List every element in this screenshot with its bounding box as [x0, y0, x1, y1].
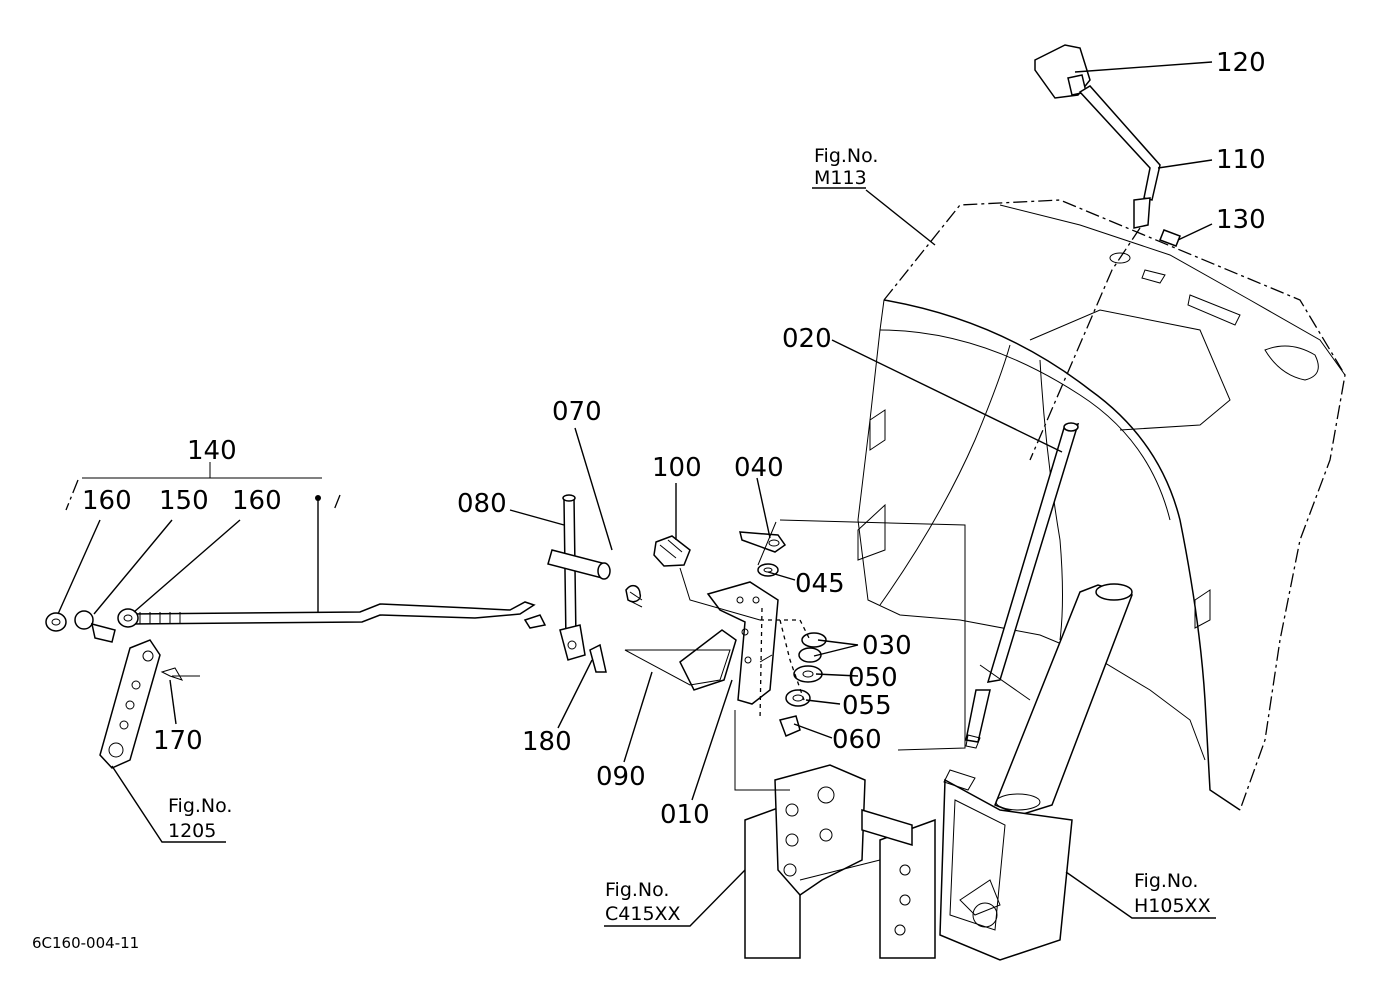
bracket-010 [679, 581, 779, 705]
steering-column [939, 583, 1133, 961]
fig-caption-c415xx: Fig.No. [605, 879, 669, 901]
part-label-100: 100 [652, 453, 702, 483]
part-label-045: 045 [795, 569, 845, 599]
part-label-180: 180 [522, 727, 572, 757]
part-label-030: 030 [862, 631, 912, 661]
guide-lines [624, 519, 966, 791]
part-label-055: 055 [842, 691, 892, 721]
fig-ref-h105xx: H105XX [1134, 895, 1211, 917]
linkage-rod-140 [45, 462, 547, 643]
part-label-070: 070 [552, 397, 602, 427]
part-label-050: 050 [848, 663, 898, 693]
part-label-110: 110 [1216, 145, 1266, 175]
part-label-170: 170 [153, 726, 203, 756]
rod-020 [965, 422, 1080, 749]
washers-030-060 [757, 563, 827, 737]
fig-ref-m113: M113 [814, 167, 867, 189]
part-label-080: 080 [457, 489, 507, 519]
bolt-100 [653, 535, 691, 567]
part-label-020: 020 [782, 324, 832, 354]
plate-040 [739, 531, 787, 553]
fig-ref-1205: 1205 [168, 820, 216, 842]
arm-1205 [99, 639, 200, 769]
part-label-060: 060 [832, 725, 882, 755]
arm-080 [547, 494, 643, 673]
part-label-160-left: 160 [82, 486, 132, 516]
part-label-040: 040 [734, 453, 784, 483]
leader-lines [57, 61, 1216, 927]
shift-lever-assembly [1029, 44, 1181, 461]
fig-caption-1205: Fig.No. [168, 795, 232, 817]
fig-caption-h105xx: Fig.No. [1134, 870, 1198, 892]
part-label-140: 140 [187, 436, 237, 466]
part-label-150: 150 [159, 486, 209, 516]
part-label-120: 120 [1216, 48, 1266, 78]
part-label-130: 130 [1216, 205, 1266, 235]
frame-brackets [744, 764, 936, 959]
part-label-010: 010 [660, 800, 710, 830]
part-label-090: 090 [596, 762, 646, 792]
diagram-code: 6C160-004-11 [32, 934, 139, 952]
part-label-160-right: 160 [232, 486, 282, 516]
dashboard-panel [857, 199, 1346, 811]
fig-ref-c415xx: C415XX [605, 903, 681, 925]
fig-caption-m113: Fig.No. [814, 145, 878, 167]
